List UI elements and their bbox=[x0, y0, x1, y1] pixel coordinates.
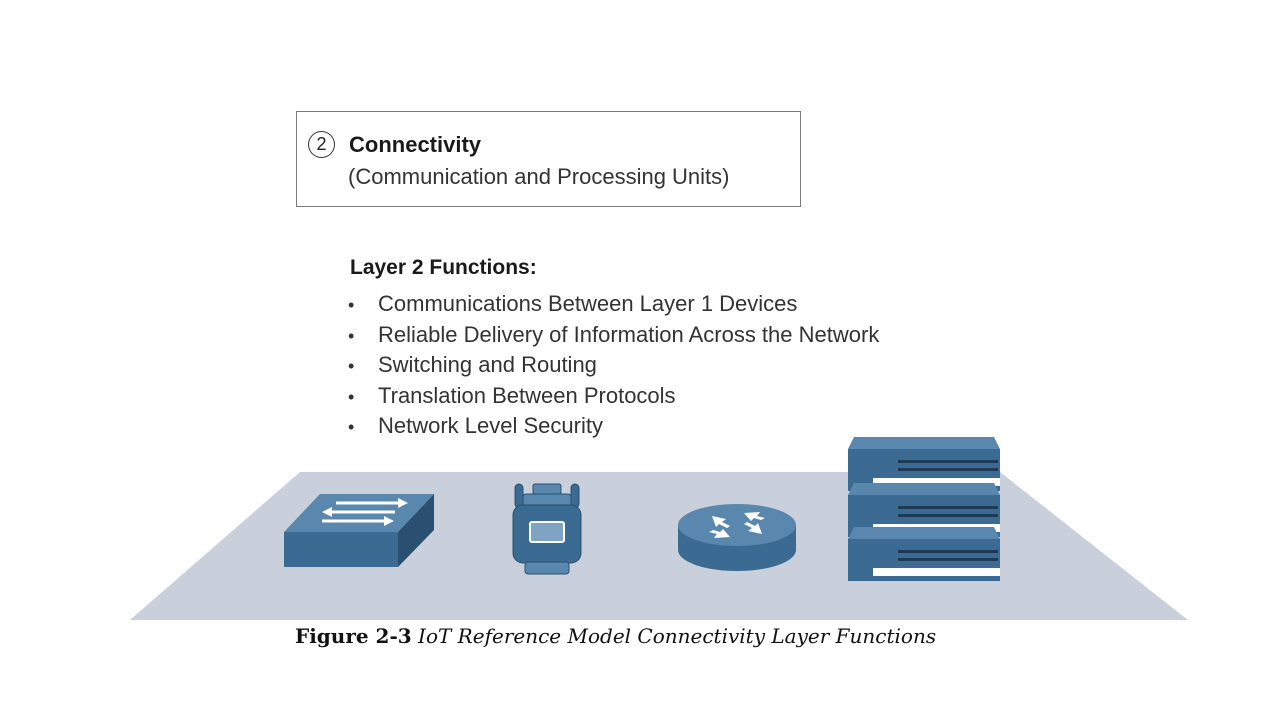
functions-heading: Layer 2 Functions: bbox=[350, 256, 537, 279]
function-item: • Reliable Delivery of Information Across… bbox=[348, 320, 879, 351]
bullet-icon: • bbox=[348, 356, 355, 376]
functions-list: •Communications Between Layer 1 Devices … bbox=[348, 289, 879, 442]
function-item: • Switching and Routing bbox=[348, 350, 879, 381]
layer-subtitle: (Communication and Processing Units) bbox=[348, 164, 730, 189]
function-item: • Communications Between Layer 1 Devices bbox=[348, 289, 879, 320]
figure-caption: Figure 2-3 IoT Reference Model Connectiv… bbox=[295, 624, 936, 648]
layer-title: Connectivity bbox=[349, 132, 482, 157]
server-unit bbox=[848, 437, 1000, 491]
bullet-icon: • bbox=[348, 325, 355, 346]
server-unit bbox=[848, 527, 1000, 581]
layer-box: 2 Connectivity (Communication and Proces… bbox=[296, 111, 801, 207]
function-item: • Network Level Security bbox=[348, 411, 879, 442]
bullet-icon: • bbox=[348, 417, 355, 437]
router-icon bbox=[678, 504, 796, 571]
function-item-text: Reliable Delivery of Information Across … bbox=[378, 321, 880, 347]
layer-number-badge: 2 bbox=[308, 131, 335, 158]
bullet-icon: • bbox=[348, 295, 355, 315]
figure-title: IoT Reference Model Connectivity Layer F… bbox=[418, 624, 937, 648]
function-item: • Translation Between Protocols bbox=[348, 381, 879, 412]
gateway-icon bbox=[512, 483, 582, 575]
switch-icon bbox=[284, 494, 434, 567]
function-item-text: Switching and Routing bbox=[378, 352, 597, 377]
function-item-text: Translation Between Protocols bbox=[378, 382, 676, 408]
function-item-text: Network Level Security bbox=[378, 413, 603, 438]
server-stack-icon bbox=[848, 437, 1000, 581]
function-item-text: Communications Between Layer 1 Devices bbox=[378, 291, 798, 316]
bullet-icon: • bbox=[348, 386, 355, 407]
figure-label: Figure 2-3 bbox=[295, 624, 412, 648]
